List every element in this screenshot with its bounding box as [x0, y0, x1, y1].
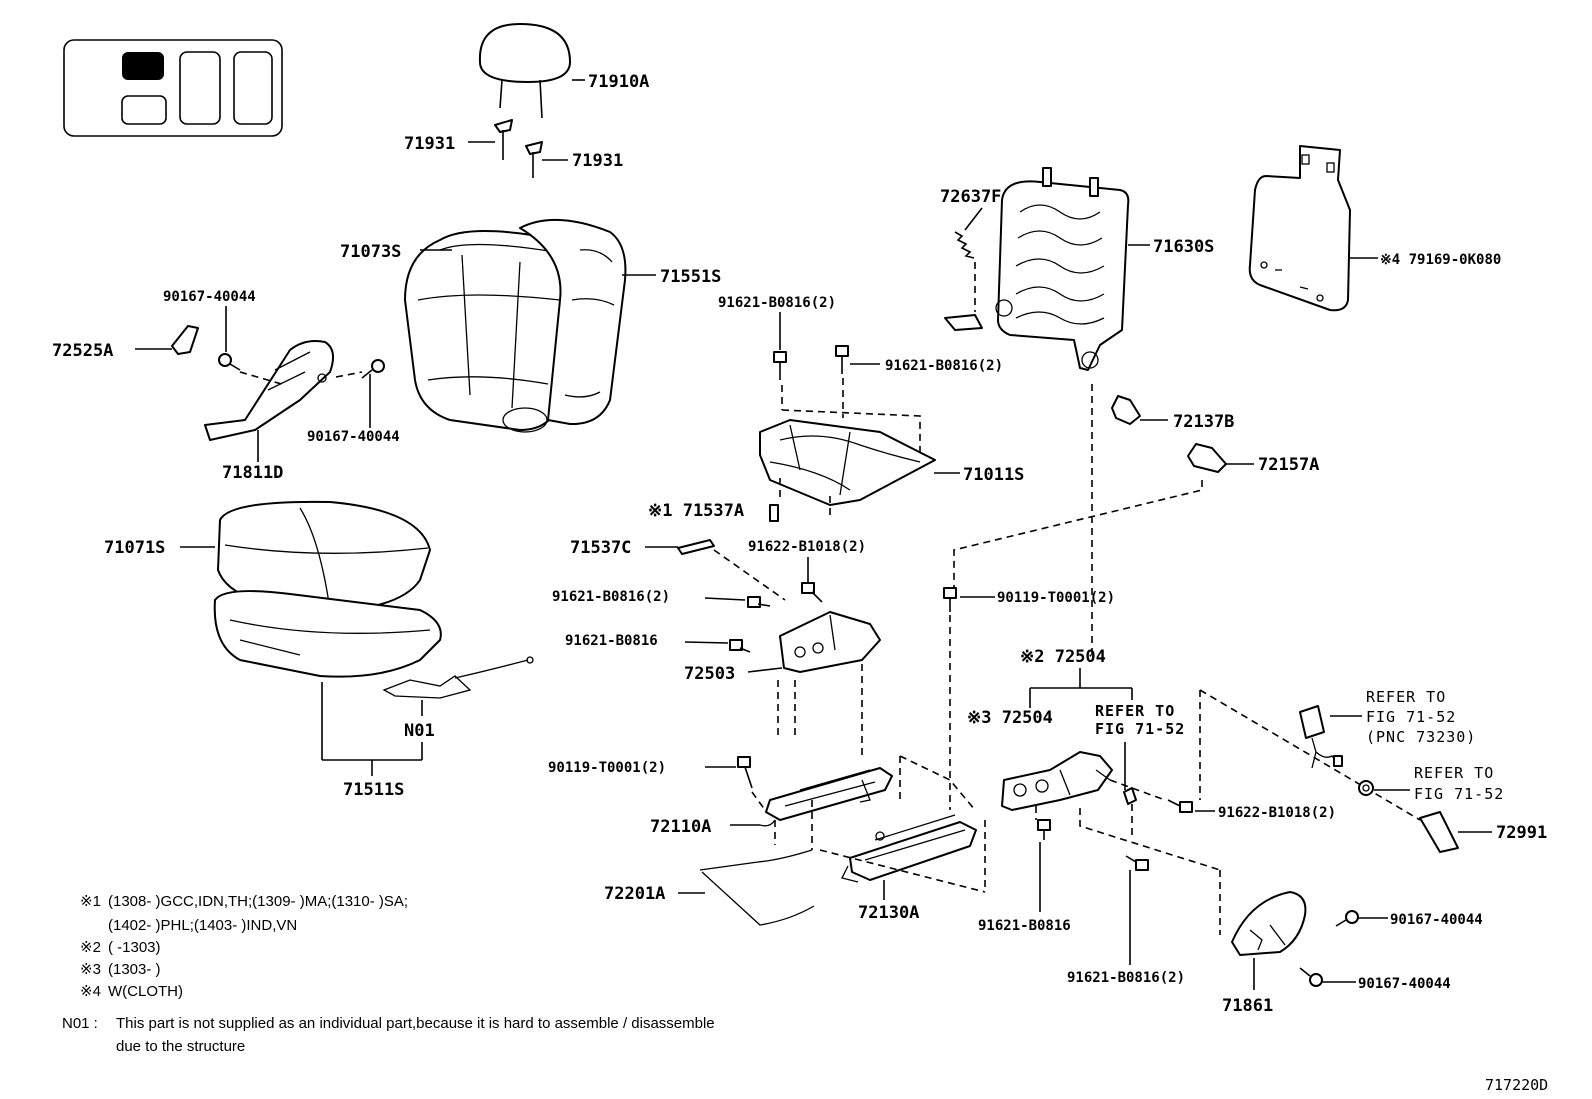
label-91621-B0816-2-c: 91621-B0816(2)	[552, 589, 670, 605]
label-72504-upper: ※2 72504	[1020, 647, 1106, 667]
recliner-cover-part	[204, 340, 335, 441]
note-n01-text: This part is not supplied as an individu…	[116, 1015, 715, 1032]
note-1-text: (1308- )GCC,IDN,TH;(1309- )MA;(1310- )SA…	[108, 893, 408, 910]
label-72110A: 72110A	[650, 817, 711, 837]
seatback-cover-part	[404, 230, 574, 431]
label-72525A: 72525A	[52, 341, 113, 361]
bolt-91621-right-b-part	[1125, 855, 1149, 871]
headrest-part	[478, 23, 585, 119]
label-90167-40044-upper: 90167-40044	[163, 289, 256, 305]
headrest-support-part	[494, 119, 543, 178]
seat-track-rail-inner-part	[765, 767, 893, 821]
note-3-text: (1303- )	[108, 961, 161, 978]
seatback-frame-part	[944, 167, 1130, 371]
note-2-text: ( -1303)	[108, 939, 161, 956]
bolt-part	[773, 345, 849, 380]
clip-72157A-part	[1187, 443, 1227, 473]
ref-fig-71-52-a-line2: FIG 71-52	[1095, 720, 1185, 738]
seat-belt-buckle-part	[1299, 705, 1343, 769]
note-3-mark: ※3	[80, 961, 101, 978]
figure-code: 717220D	[1485, 1076, 1548, 1094]
label-71910A: 71910A	[588, 72, 649, 92]
label-tag-part	[769, 504, 779, 522]
side-shield-part	[1231, 891, 1307, 956]
label-71551S: 71551S	[660, 267, 721, 287]
cover-72991-part	[1419, 811, 1459, 853]
label-91621-B0816-2-d: 91621-B0816(2)	[1067, 970, 1185, 986]
label-71073S: 71073S	[340, 242, 401, 262]
label-90119-T0001-2-b: 90119-T0001(2)	[997, 590, 1115, 606]
label-71511S: 71511S	[343, 780, 404, 800]
seat-position-locator-icon	[63, 39, 283, 137]
label-N01: N01	[404, 721, 435, 741]
label-90119-T0001-2-a: 90119-T0001(2)	[548, 760, 666, 776]
seat-track-rail-outer-part	[841, 814, 977, 883]
note-4-text: W(CLOTH)	[108, 983, 183, 1000]
ref-fig-71-52-c-line1: REFER TO	[1414, 764, 1494, 782]
screw-90167-right-part	[1299, 910, 1359, 987]
label-79169-0K080: ※4 79169-0K080	[1380, 252, 1501, 268]
seat-heater-wire-part	[382, 656, 534, 699]
bolt-91621-right-a-part	[1037, 819, 1051, 840]
label-72137B: 72137B	[1173, 412, 1234, 432]
label-72201A: 72201A	[604, 884, 665, 904]
ref-fig-71-52-a-line1: REFER TO	[1095, 702, 1175, 720]
ref-fig-71-52-b-line1: REFER TO	[1366, 688, 1446, 706]
seatback-pad-part	[502, 219, 627, 433]
label-72503: 72503	[684, 664, 735, 684]
screw-part	[218, 353, 385, 379]
label-91621-B0816-2-b: 91621-B0816(2)	[885, 358, 1003, 374]
adjuster-bracket-part	[779, 611, 881, 673]
ref-fig-71-52-b-line3: (PNC 73230)	[1366, 728, 1476, 746]
label-71931-upper: 71931	[404, 134, 455, 154]
note-4-mark: ※4	[80, 983, 101, 1000]
label-72991: 72991	[1496, 823, 1547, 843]
label-90167-40044-right-b: 90167-40044	[1358, 976, 1451, 992]
pad-strip-part	[677, 539, 715, 555]
label-71630S: 71630S	[1153, 237, 1214, 257]
ref-fig-71-52-b-line2: FIG 71-52	[1366, 708, 1456, 726]
label-71861: 71861	[1222, 996, 1273, 1016]
label-71811D: 71811D	[222, 463, 283, 483]
label-91621-B0816-c: 91621-B0816	[565, 633, 658, 649]
label-71011S: 71011S	[963, 465, 1024, 485]
note-n01-mark: N01 :	[62, 1015, 98, 1032]
bolt-91622-right-part	[1167, 799, 1193, 813]
label-72637F: 72637F	[940, 187, 1001, 207]
note-1-mark: ※1	[80, 893, 101, 910]
nut-part	[1358, 780, 1374, 796]
label-71537C: 71537C	[570, 538, 631, 558]
label-71537A: ※1 71537A	[648, 501, 744, 521]
seat-cushion-cover-part	[217, 500, 431, 613]
seat-cushion-pad-part	[213, 590, 442, 678]
footnotes: ※1 (1308- )GCC,IDN,TH;(1309- )MA;(1310- …	[62, 893, 715, 1055]
bolt-90119-part	[737, 756, 753, 789]
clip-72137B-part	[1111, 395, 1141, 425]
ref-fig-71-52-c-line2: FIG 71-52	[1414, 785, 1504, 803]
label-91621-B0816-d: 91621-B0816	[978, 918, 1071, 934]
label-91622-B1018-2-b: 91622-B1018(2)	[1218, 805, 1336, 821]
label-71071S: 71071S	[104, 538, 165, 558]
recliner-adjuster-part	[1001, 751, 1113, 811]
release-cable-part	[699, 849, 815, 926]
spring-part	[954, 231, 975, 259]
label-91621-B0816-2-a: 91621-B0816(2)	[718, 295, 836, 311]
label-72157A: 72157A	[1258, 455, 1319, 475]
note-2-mark: ※2	[80, 939, 101, 956]
note-n01-text2: due to the structure	[116, 1038, 245, 1055]
label-90167-40044-right-a: 90167-40044	[1390, 912, 1483, 928]
label-72130A: 72130A	[858, 903, 919, 923]
back-board-part	[1248, 145, 1351, 312]
label-72504-lower: ※3 72504	[967, 708, 1053, 728]
label-91622-B1018-2-a: 91622-B1018(2)	[748, 539, 866, 555]
note-1-text2: (1402- )PHL;(1403- )IND,VN	[108, 917, 297, 934]
label-90167-40044-lower: 90167-40044	[307, 429, 400, 445]
cushion-frame-part	[759, 419, 936, 506]
bolt-90119-right-part	[943, 587, 957, 612]
bolt-set-part	[729, 582, 823, 653]
label-71931-lower: 71931	[572, 151, 623, 171]
clip-part	[171, 325, 199, 355]
